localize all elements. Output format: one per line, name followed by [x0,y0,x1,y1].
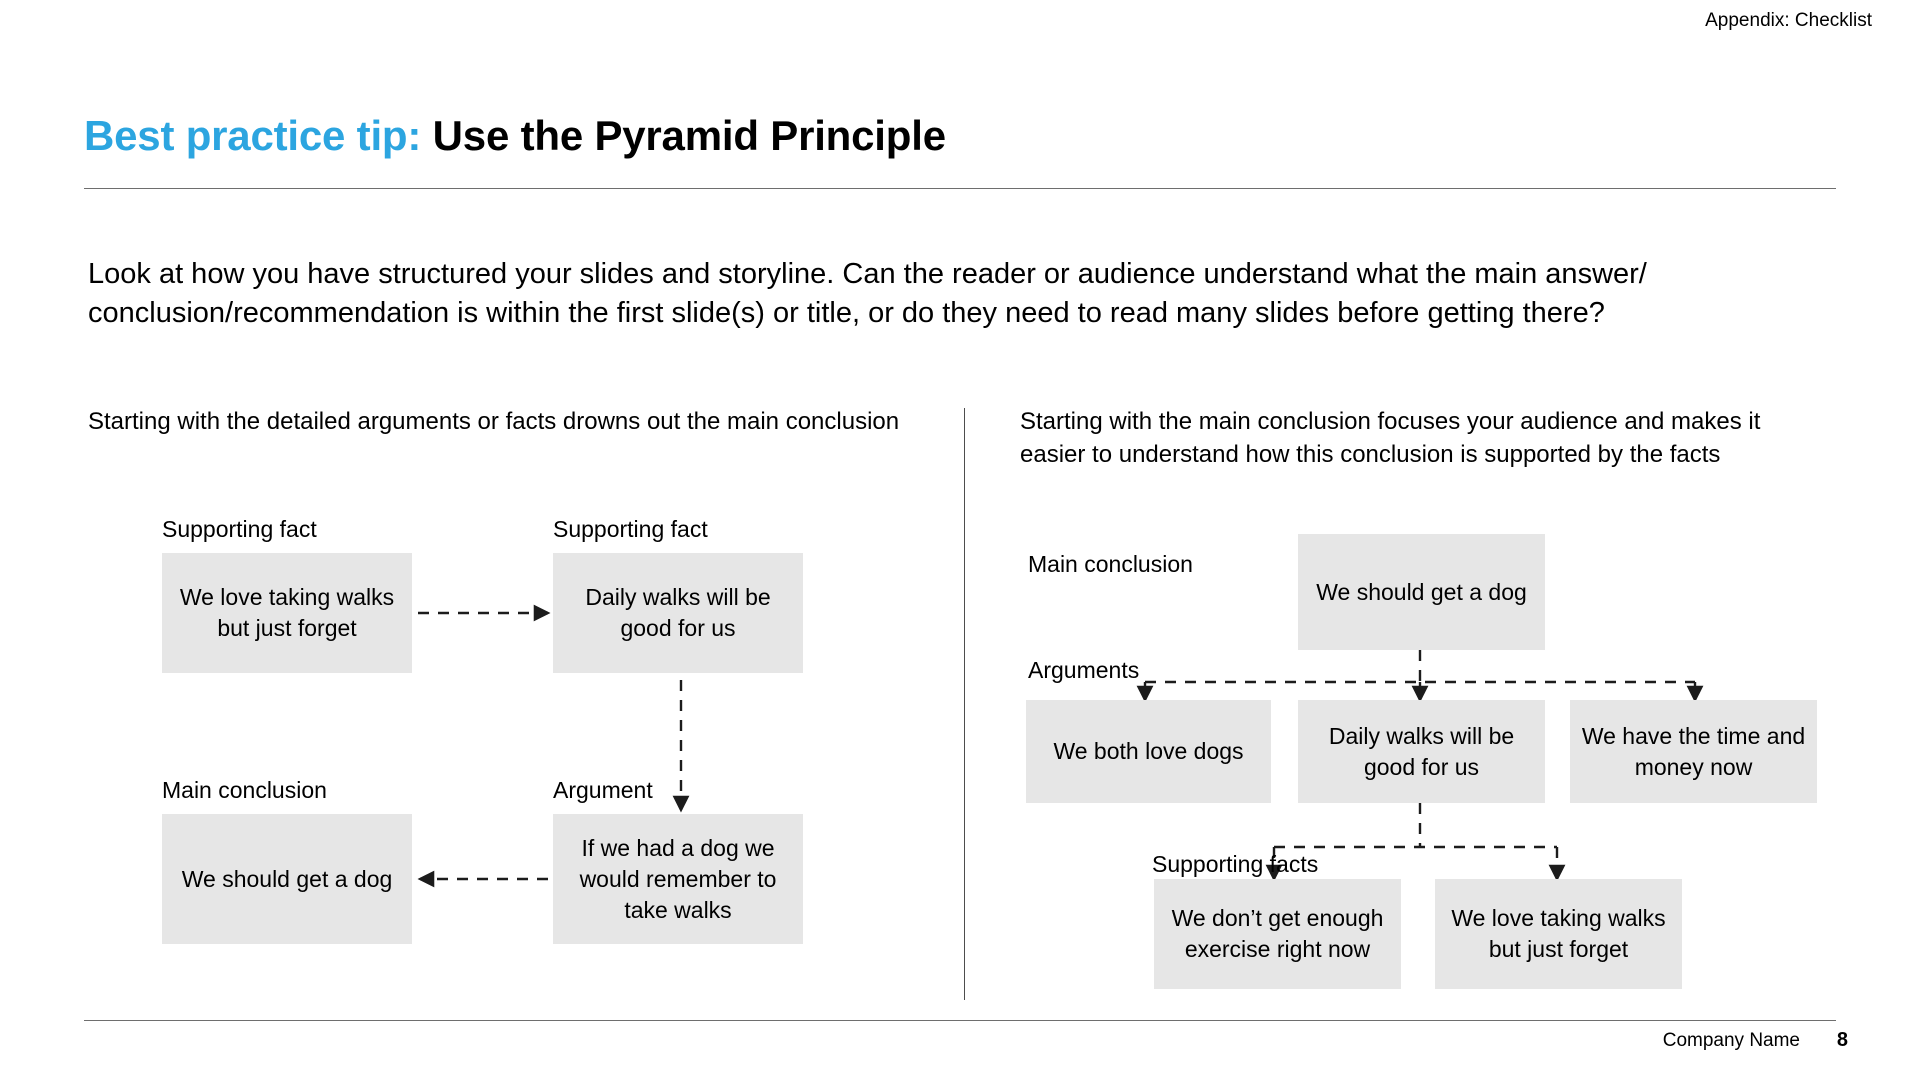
page-title-main: Use the Pyramid Principle [432,112,946,159]
left-label-argument: Argument [553,777,653,803]
page-title: Best practice tip: Use the Pyramid Princ… [84,112,946,160]
right-label-arguments: Arguments [1028,657,1140,683]
left-column-heading: Starting with the detailed arguments or … [88,408,900,435]
slide-eyebrow: Appendix: Checklist [1705,10,1872,31]
right-node-supporting-fact-2[interactable]: We love taking walks but just forget [1435,879,1682,989]
left-label-supporting-fact-2: Supporting fact [553,516,708,542]
title-divider [84,188,1836,189]
intro-paragraph: Look at how you have structured your sli… [88,258,1647,329]
footer-company-name: Company Name [1662,1030,1800,1051]
page-title-accent: Best practice tip: [84,112,422,159]
right-label-supporting-facts: Supporting facts [1152,851,1319,877]
right-node-supporting-fact-1[interactable]: We don’t get enough exercise right now [1154,879,1401,989]
left-node-main-conclusion[interactable]: We should get a dog [162,814,412,944]
left-node-argument[interactable]: If we had a dog we would remember to tak… [553,814,803,944]
right-column-heading: Starting with the main conclusion focuse… [1020,408,1761,468]
left-label-supporting-fact-1: Supporting fact [162,516,317,542]
right-node-argument-2[interactable]: Daily walks will be good for us [1298,700,1545,803]
left-node-supporting-fact-1[interactable]: We love taking walks but just forget [162,553,412,673]
right-label-main-conclusion: Main conclusion [1028,551,1193,577]
footer-divider [84,1020,1836,1021]
footer-page-number: 8 [1836,1029,1848,1051]
left-label-main-conclusion: Main conclusion [162,777,327,803]
right-node-main-conclusion[interactable]: We should get a dog [1298,534,1545,650]
right-node-argument-3[interactable]: We have the time and money now [1570,700,1817,803]
left-node-supporting-fact-2[interactable]: Daily walks will be good for us [553,553,803,673]
column-divider [964,408,965,1000]
right-node-argument-1[interactable]: We both love dogs [1026,700,1271,803]
